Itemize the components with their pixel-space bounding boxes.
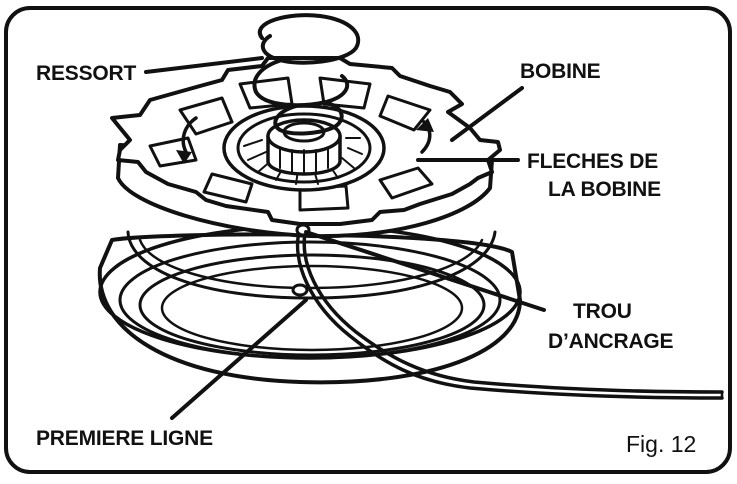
label-fleches-line2: LA BOBINE <box>548 178 661 201</box>
leader-trou <box>304 230 546 312</box>
label-bobine: BOBINE <box>520 60 601 83</box>
label-fleches-line1: FLECHES DE <box>527 150 658 173</box>
spool-center-hub <box>222 104 386 192</box>
anchor-hole-lower <box>291 283 309 297</box>
leader-premiere-ligne <box>170 298 308 420</box>
spool-arrow-left <box>181 116 198 154</box>
spring <box>252 13 361 136</box>
leader-bobine <box>450 86 524 142</box>
leader-lines <box>144 56 546 420</box>
leader-ressort <box>144 56 264 74</box>
label-trou-line1: TROU <box>573 300 632 323</box>
figure-number: Fig. 12 <box>626 431 696 457</box>
label-premiere-ligne: PREMIERE LIGNE <box>36 427 213 450</box>
label-ressort: RESSORT <box>36 62 136 85</box>
label-trou-line2: D’ANCRAGE <box>548 330 674 353</box>
